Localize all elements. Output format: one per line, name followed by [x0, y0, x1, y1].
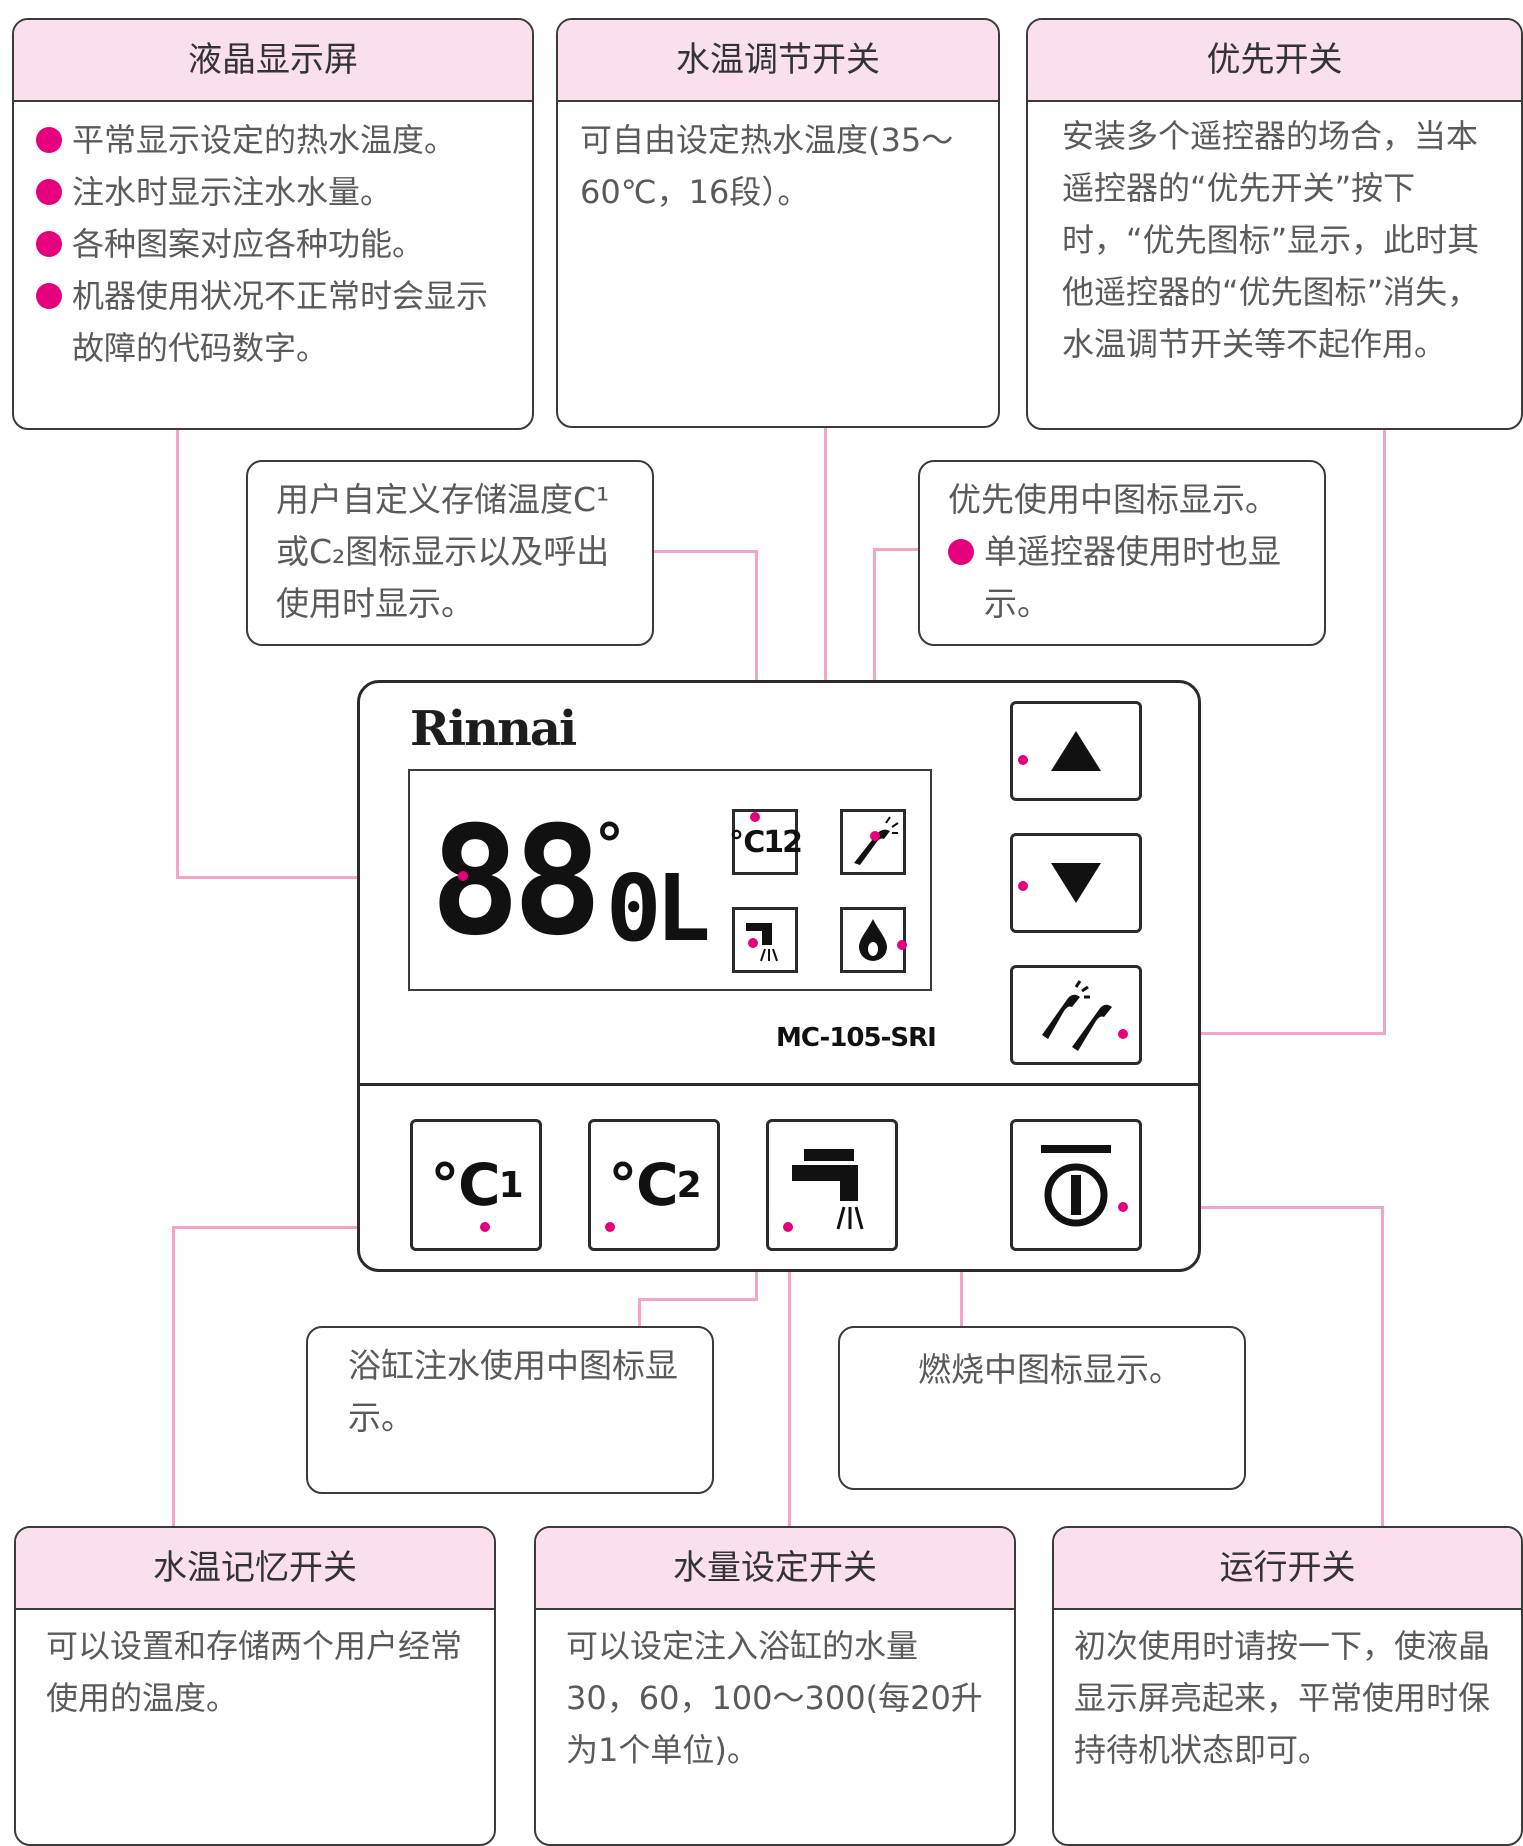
lcd-priority-shower-icon [840, 809, 906, 875]
priority-switch-callout: 优先开关 安装多个遥控器的场合，当本遥控器的“优先开关”按下时，“优先图标”显示… [1026, 18, 1523, 430]
volume-switch-callout-text: 可以设定注入浴缸的水量30，60，100～300(每20升为1个单位)。 [566, 1627, 983, 1769]
remote-controller: Rinnai 88 ° 0L ℃12 MC-105-SRI [357, 680, 1201, 1272]
lcd-screen: 88 ° 0L ℃12 [408, 769, 932, 991]
custom-temp-note: 用户自定义存储温度C¹或C₂图标显示以及呼出使用时显示。 [246, 460, 654, 646]
lcd-c-memory-icon: ℃12 [729, 809, 803, 875]
temp-switch-callout-title: 水温调节开关 [558, 20, 998, 102]
temp-switch-callout-text: 可自由设定热水温度(35～60℃，16段）。 [580, 121, 954, 211]
priority-button[interactable] [1010, 965, 1142, 1065]
volume-switch-callout-title: 水量设定开关 [536, 1528, 1014, 1610]
lcd-callout-item: 机器使用状况不正常时会显示故障的代码数字。 [36, 270, 510, 374]
priority-switch-callout-text: 安装多个遥控器的场合，当本遥控器的“优先开关”按下时，“优先图标”显示，此时其他… [1062, 117, 1480, 363]
model-number: MC-105-SRI [776, 1023, 937, 1053]
lcd-callout-item: 注水时显示注水水量。 [36, 166, 510, 218]
panel-divider [360, 1083, 1198, 1086]
lcd-bath-fill-icon [732, 907, 798, 973]
lcd-degree-mark: ° [595, 811, 624, 879]
lcd-callout-title: 液晶显示屏 [14, 20, 532, 102]
bullet-dot-icon [948, 539, 974, 565]
run-switch-callout-title: 运行开关 [1054, 1528, 1521, 1610]
bullet-dot-icon [36, 127, 62, 153]
lcd-flame-icon [840, 907, 906, 973]
memory-switch-callout: 水温记忆开关 可以设置和存储两个用户经常使用的温度。 [14, 1526, 496, 1846]
temp-switch-callout: 水温调节开关 可自由设定热水温度(35～60℃，16段）。 [556, 18, 1000, 428]
volume-switch-callout: 水量设定开关 可以设定注入浴缸的水量30，60，100～300(每20升为1个单… [534, 1526, 1016, 1846]
memory-switch-callout-text: 可以设置和存储两个用户经常使用的温度。 [46, 1627, 463, 1717]
lcd-callout-item: 平常显示设定的热水温度。 [36, 114, 510, 166]
power-button[interactable] [1010, 1119, 1142, 1251]
lcd-callout: 液晶显示屏 平常显示设定的热水温度。 注水时显示注水水量。 各种图案对应各种功能… [12, 18, 534, 430]
bullet-dot-icon [36, 231, 62, 257]
temp-up-button[interactable] [1010, 701, 1142, 801]
brand-logo: Rinnai [410, 701, 577, 757]
priority-shower-icon [1042, 980, 1112, 1051]
priority-icon-note-line: 优先使用中图标显示。 [948, 480, 1278, 519]
bath-icon-note: 浴缸注水使用中图标显示。 [306, 1326, 714, 1494]
triangle-down-icon [1051, 863, 1101, 903]
priority-switch-callout-title: 优先开关 [1028, 20, 1521, 102]
bullet-dot-icon [36, 179, 62, 205]
priority-icon-note-bullet: 单遥控器使用时也显示。 [948, 526, 1296, 630]
temp-down-button[interactable] [1010, 833, 1142, 933]
faucet-icon [792, 1149, 864, 1230]
lcd-callout-item: 各种图案对应各种功能。 [36, 218, 510, 270]
triangle-up-icon [1051, 731, 1101, 771]
priority-icon-note: 优先使用中图标显示。 单遥控器使用时也显示。 [918, 460, 1326, 646]
lcd-temperature-digits: 88 [430, 795, 603, 969]
lcd-volume-readout: 0L [606, 855, 711, 962]
run-switch-callout-text: 初次使用时请按一下，使液晶显示屏亮起来，平常使用时保持待机状态即可。 [1074, 1627, 1491, 1769]
power-icon [1041, 1145, 1111, 1227]
run-switch-callout: 运行开关 初次使用时请按一下，使液晶显示屏亮起来，平常使用时保持待机状态即可。 [1052, 1526, 1523, 1846]
memory-switch-callout-title: 水温记忆开关 [16, 1528, 494, 1610]
bullet-dot-icon [36, 283, 62, 309]
burn-icon-note: 燃烧中图标显示。 [838, 1326, 1246, 1490]
